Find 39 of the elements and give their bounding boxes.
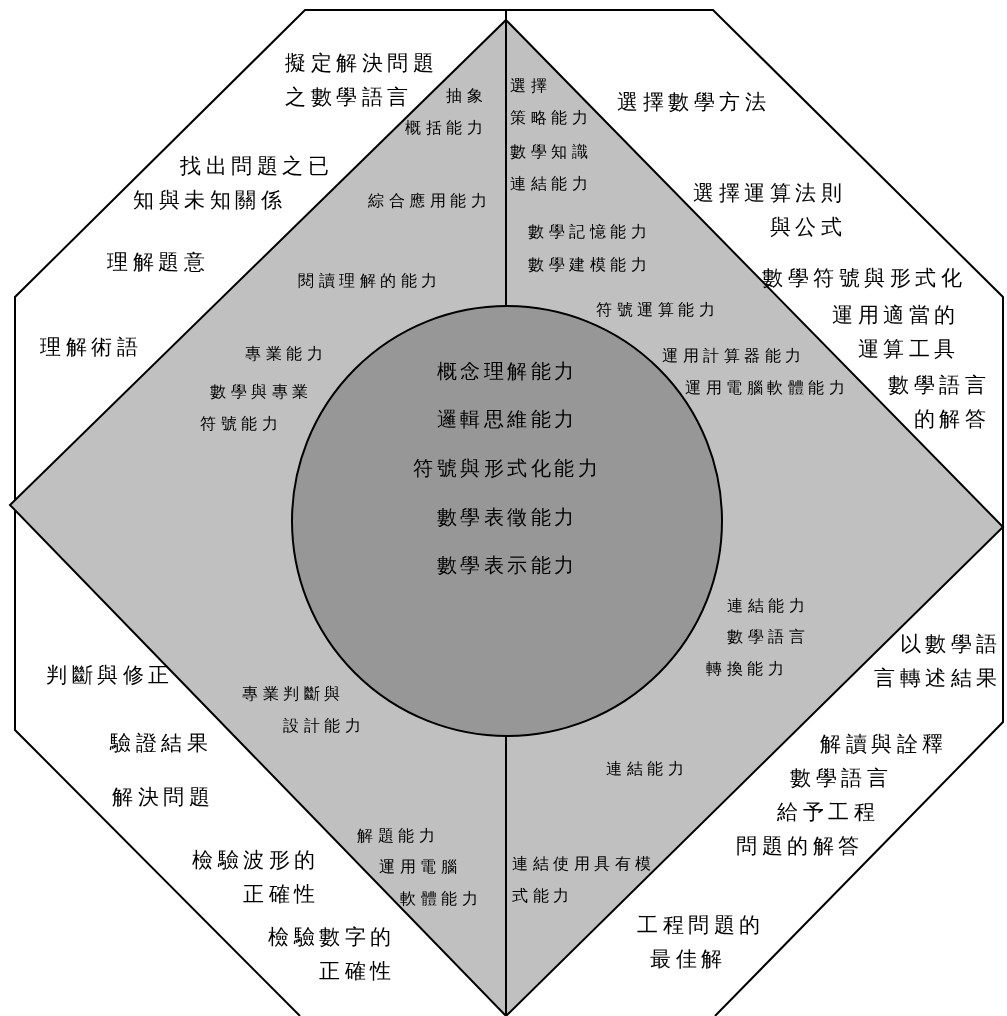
- skill-label: 運用電腦軟體能力: [685, 378, 849, 398]
- skill-label: 連結能力: [606, 759, 688, 779]
- skill-label: 數學建模能力: [528, 255, 651, 275]
- skill-label: 連結使用具有模式能力: [512, 854, 656, 906]
- core-skill-label: 數學表徵能力: [436, 505, 578, 530]
- skill-label: 連結能力: [727, 596, 809, 616]
- step-label: 解決問題: [112, 784, 214, 811]
- step-label: 以數學語言轉述結果: [874, 631, 1002, 692]
- step-label: 驗證結果: [110, 730, 212, 757]
- core-skill-label: 數學表示能力: [436, 553, 578, 578]
- step-label: 檢驗數字的正確性: [268, 924, 396, 985]
- skill-label: 專業能力: [245, 344, 327, 364]
- skill-label: 解題能力: [357, 826, 439, 846]
- skill-label: 閱讀理解的能力: [298, 271, 442, 291]
- step-label: 理解術語: [40, 334, 142, 361]
- core-skill-label: 概念理解能力: [436, 359, 578, 384]
- skill-label: 數學知識連結能力: [510, 142, 592, 194]
- step-label: 數學符號與形式化: [762, 265, 966, 292]
- step-label: 找出問題之已知與未知關係: [133, 153, 333, 214]
- core-skill-label: 符號與形式化能力: [413, 456, 601, 481]
- skill-label: 運用計算器能力: [662, 346, 806, 366]
- step-label: 工程問題的最佳解: [637, 912, 765, 973]
- skill-label: 數學與專業符號能力: [200, 382, 313, 434]
- step-label: 解讀與詮釋數學語言給予工程問題的解答: [736, 731, 948, 860]
- skill-label: 專業判斷與設計能力: [242, 684, 365, 736]
- step-label: 判斷與修正: [46, 662, 174, 689]
- step-label: 選擇數學方法: [617, 89, 770, 116]
- skill-label: 符號運算能力: [596, 300, 719, 320]
- skill-label: 綜合應用能力: [368, 191, 491, 211]
- skill-label: 數學語言轉換能力: [706, 627, 809, 679]
- step-label: 檢驗波形的正確性: [192, 847, 320, 908]
- step-label: 數學語言的解答: [888, 372, 990, 433]
- skill-label: 數學記憶能力: [528, 222, 651, 242]
- step-label: 運用適當的運算工具: [832, 302, 960, 363]
- core-skill-label: 邏輯思維能力: [436, 407, 578, 432]
- skill-label: 運用電腦軟體能力: [379, 857, 482, 909]
- skill-label: 選擇策略能力: [510, 76, 592, 128]
- step-label: 選擇運算法則與公式: [693, 180, 846, 241]
- step-label: 理解題意: [107, 249, 209, 276]
